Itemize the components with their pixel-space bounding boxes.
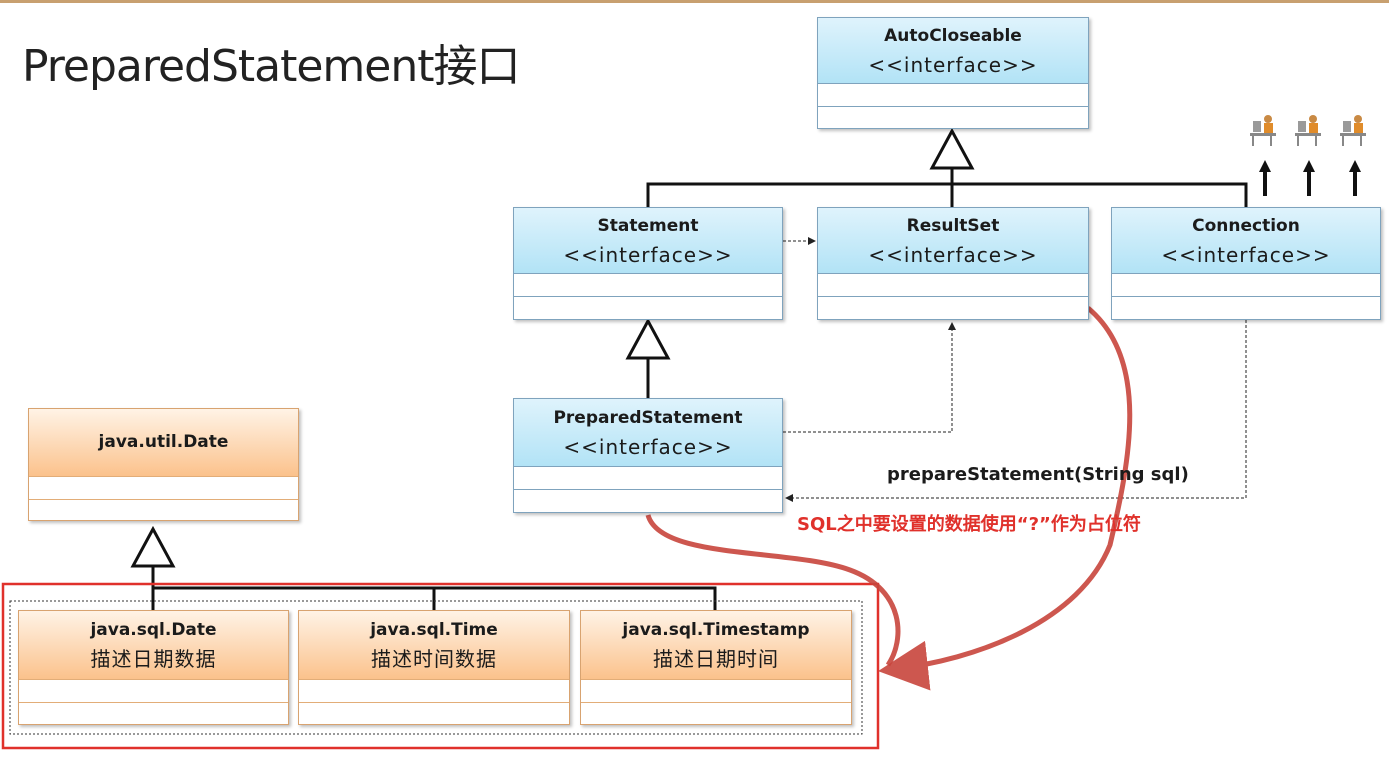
methods-section: [514, 490, 782, 512]
interface-stereotype: <<interface>>: [563, 434, 733, 459]
interface-stereotype: <<interface>>: [563, 242, 733, 267]
methods-section: [581, 703, 851, 725]
interface-name: AutoCloseable: [884, 25, 1022, 46]
placeholder-note: SQL之中要设置的数据使用“?”作为占位符: [797, 514, 1141, 535]
sql-timestamp-class-box: java.sql.Timestamp 描述日期时间: [580, 610, 852, 725]
user-at-desk-icon: [1250, 115, 1276, 146]
preparedstatement-to-date-arrow: [645, 514, 901, 667]
interface-stereotype: <<interface>>: [1161, 242, 1331, 267]
resultset-interface-box: ResultSet <<interface>>: [817, 207, 1089, 320]
util-date-class-box: java.util.Date: [28, 408, 299, 521]
interface-name: Statement: [597, 215, 699, 236]
methods-section: [299, 703, 569, 725]
class-description: 描述日期数据: [90, 647, 217, 671]
attributes-section: [299, 680, 569, 703]
connection-interface-box: Connection <<interface>>: [1111, 207, 1381, 320]
connection-user-arrows: [1259, 160, 1361, 196]
interface-name: PreparedStatement: [553, 407, 743, 428]
attributes-section: [514, 467, 782, 490]
slide-title: PreparedStatement接口: [22, 41, 521, 92]
class-name: java.sql.Timestamp: [622, 620, 810, 640]
methods-section: [818, 297, 1088, 319]
class-description: 描述日期时间: [653, 647, 779, 671]
generalization-triangle: [929, 127, 975, 170]
highlight-frame: [1, 582, 880, 750]
autocloseable-interface-box: AutoCloseable <<interface>>: [817, 17, 1089, 129]
preparedstatement-interface-box: PreparedStatement <<interface>>: [513, 398, 783, 513]
class-name: java.sql.Date: [90, 620, 217, 640]
statement-interface-box: Statement <<interface>>: [513, 207, 783, 320]
generalization-triangle: [625, 317, 671, 360]
user-at-desk-icon: [1340, 115, 1366, 146]
attributes-section: [1112, 274, 1380, 297]
sql-package-frame: [9, 600, 863, 735]
autocloseable-generalization: [646, 168, 1248, 207]
attributes-section: [19, 680, 288, 703]
methods-section: [1112, 297, 1380, 319]
resultset-to-date-arrow: [878, 306, 1133, 691]
slide-top-border: [0, 0, 1389, 3]
generalization-triangle: [130, 525, 176, 568]
interface-name: ResultSet: [906, 215, 1000, 236]
class-name: java.sql.Time: [370, 620, 498, 640]
methods-section: [19, 703, 288, 725]
class-description: 描述时间数据: [371, 647, 497, 671]
attributes-section: [818, 274, 1088, 297]
attributes-section: [818, 84, 1088, 107]
methods-section: [29, 500, 298, 521]
methods-section: [514, 297, 782, 319]
methods-section: [818, 107, 1088, 128]
sql-time-class-box: java.sql.Time 描述时间数据: [298, 610, 570, 725]
interface-name: Connection: [1192, 215, 1300, 236]
class-name: java.util.Date: [98, 432, 229, 452]
attributes-section: [514, 274, 782, 297]
interface-stereotype: <<interface>>: [868, 52, 1038, 77]
user-at-desk-icon: [1295, 115, 1321, 146]
prepare-statement-method-label: prepareStatement(String sql): [887, 464, 1189, 485]
attributes-section: [29, 477, 298, 500]
attributes-section: [581, 680, 851, 703]
date-generalization: [151, 566, 717, 610]
interface-stereotype: <<interface>>: [868, 242, 1038, 267]
sql-date-class-box: java.sql.Date 描述日期数据: [18, 610, 289, 725]
